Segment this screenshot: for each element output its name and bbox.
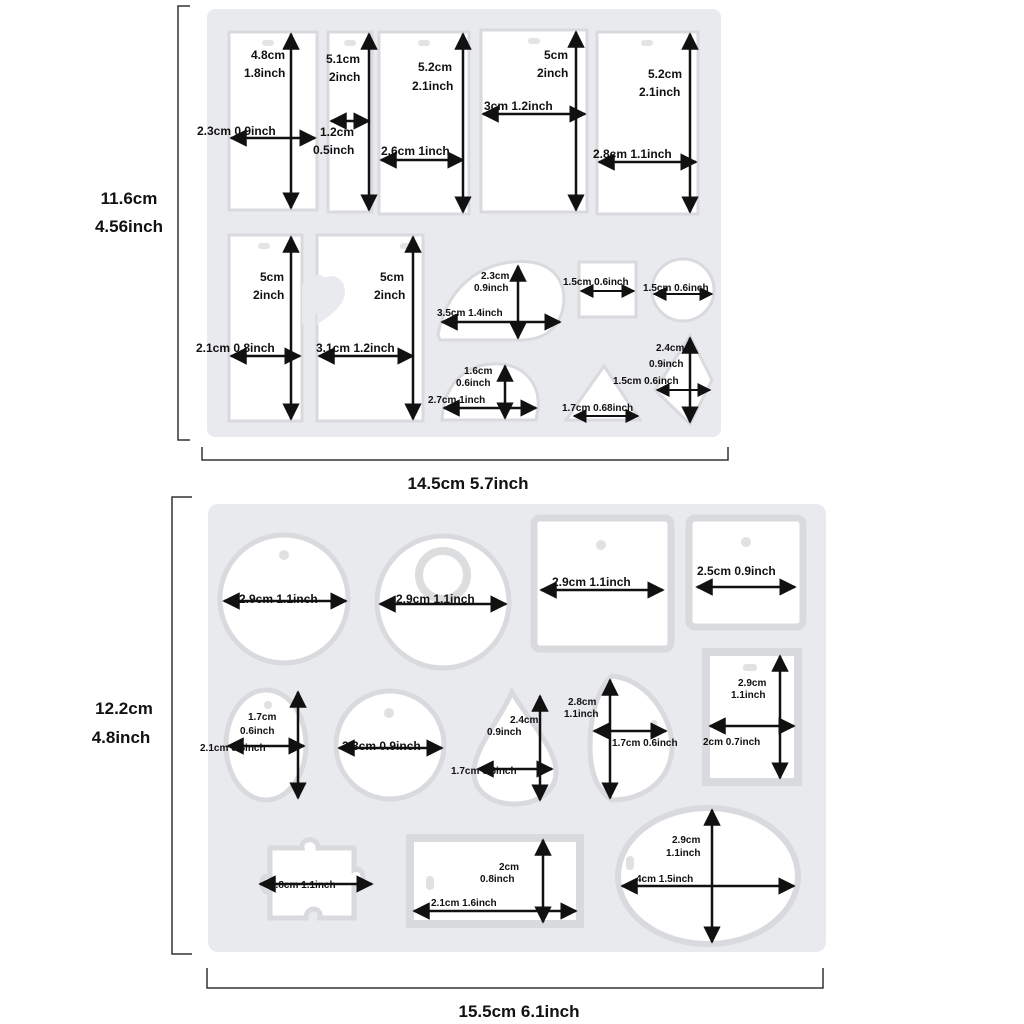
ellipse-h-in: 1.1inch <box>666 848 700 859</box>
square-2-label: 2.5cm 0.9inch <box>697 564 776 578</box>
r3-h-cm: 5.2cm <box>418 60 452 74</box>
cavity-rect-1 <box>227 30 319 212</box>
circle-2-label: 2.9cm 1.1inch <box>396 592 475 606</box>
teardrop-h-cm: 2.4cm <box>510 715 538 726</box>
arch-w: 3.5cm 1.4inch <box>437 308 503 319</box>
circle-1-label: 2.9cm 1.1inch <box>239 592 318 606</box>
arch-h-cm: 2.3cm <box>481 271 509 282</box>
diamond-h-cm: 2.4cm <box>656 343 684 354</box>
bottom-width-label: 15.5cm 6.1inch <box>459 1002 580 1021</box>
teardrop-w: 1.7cm 0.6inch <box>451 766 517 777</box>
tag-w: 2.1cm 1.6inch <box>431 898 497 909</box>
b2-w: 3.1cm 1.2inch <box>316 341 395 355</box>
halfoval-h-in: 1.1inch <box>564 709 598 720</box>
bottom-mold <box>171 496 826 989</box>
r4-w: 3cm 1.2inch <box>484 99 553 113</box>
oval-h-cm: 1.7cm <box>248 712 276 723</box>
r5-h-cm: 5.2cm <box>648 67 682 81</box>
r3-h-in: 2.1inch <box>412 79 453 93</box>
r4-h-in: 2inch <box>537 66 568 80</box>
cavity-rect-5 <box>595 30 700 216</box>
halfoval-h-cm: 2.8cm <box>568 697 596 708</box>
r2-w-in: 0.5inch <box>313 143 354 157</box>
b1-h-in: 2inch <box>253 288 284 302</box>
rect-h-cm: 2.9cm <box>738 678 766 689</box>
dome-h-in: 0.6inch <box>456 378 490 389</box>
top-mold <box>177 5 729 461</box>
cavity-rect-vertical <box>702 648 802 786</box>
dome-w: 2.7cm 1inch <box>428 395 485 406</box>
circle-3-label: 2.3cm 0.9inch <box>342 739 421 753</box>
bottom-height-cm: 12.2cm <box>95 699 153 718</box>
dome-h-cm: 1.6cm <box>464 366 492 377</box>
r2-h-in: 2inch <box>329 70 360 84</box>
top-width-label: 14.5cm 5.7inch <box>408 474 529 493</box>
bottom-height-inch: 4.8inch <box>92 728 151 747</box>
cavity-puzzle <box>259 837 366 921</box>
ellipse-h-cm: 2.9cm <box>672 835 700 846</box>
oval-h-in: 0.6inch <box>240 726 274 737</box>
top-height-cm: 11.6cm <box>101 189 158 208</box>
b2-h-in: 2inch <box>374 288 405 302</box>
arch-h-in: 0.9inch <box>474 283 508 294</box>
teardrop-h-in: 0.9inch <box>487 727 521 738</box>
b2-h-cm: 5cm <box>380 270 404 284</box>
r3-w: 2.6cm 1inch <box>381 144 450 158</box>
square-1-label: 2.9cm 1.1inch <box>552 575 631 589</box>
r5-h-in: 2.1inch <box>639 85 680 99</box>
cavity-small-square <box>577 260 638 319</box>
top-height-inch: 4.56inch <box>95 217 163 236</box>
cavity-bookmark-2 <box>315 233 425 423</box>
oval-w: 2.1cm 0.8inch <box>200 743 266 754</box>
rect-h-in: 1.1inch <box>731 690 765 701</box>
r5-w: 2.8cm 1.1inch <box>593 147 672 161</box>
cavity-square-2 <box>685 514 807 631</box>
ellipse-w: 4cm 1.5inch <box>636 874 693 885</box>
r4-h-cm: 5cm <box>544 48 568 62</box>
r2-h-cm: 5.1cm <box>326 52 360 66</box>
b1-h-cm: 5cm <box>260 270 284 284</box>
diamond-h-in: 0.9inch <box>649 359 683 370</box>
diamond-w: 1.5cm 0.6inch <box>613 376 679 387</box>
cavity-rect-4 <box>479 28 589 214</box>
triangle-label: 1.7cm 0.68inch <box>562 403 633 414</box>
circle-label: 1.5cm 0.6inch <box>643 283 709 294</box>
tag-h-cm: 2cm <box>499 862 519 873</box>
halfoval-w: 1.7cm 0.6inch <box>612 738 678 749</box>
r2-w-cm: 1.2cm <box>320 125 354 139</box>
puzzle-label: 2.8cm 1.1inch <box>270 880 336 891</box>
r1-w: 2.3cm 0.9inch <box>197 124 276 138</box>
b1-w: 2.1cm 0.8inch <box>196 341 275 355</box>
cavity-rect-3 <box>377 30 471 216</box>
square-label: 1.5cm 0.6inch <box>563 277 629 288</box>
r1-h-in: 1.8inch <box>244 66 285 80</box>
r1-h-cm: 4.8cm <box>251 48 285 62</box>
tag-h-in: 0.8inch <box>480 874 514 885</box>
rect-w: 2cm 0.7inch <box>703 737 760 748</box>
